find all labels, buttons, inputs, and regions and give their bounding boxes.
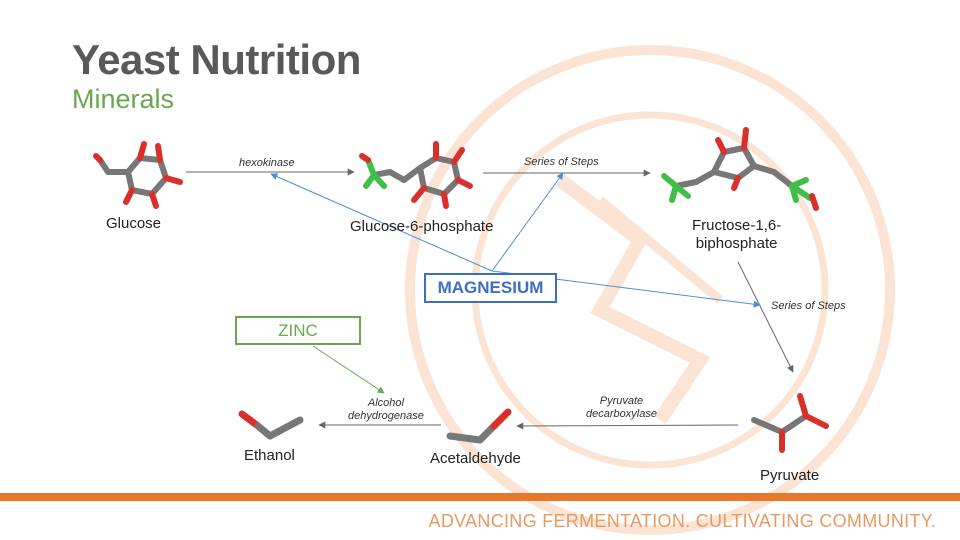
pyruvate-label: Pyruvate bbox=[760, 467, 820, 484]
footer-tagline: ADVANCING FERMENTATION. CULTIVATING COMM… bbox=[428, 511, 936, 531]
g6p-structure-icon bbox=[359, 141, 473, 209]
acetaldehyde-structure-icon bbox=[446, 408, 512, 444]
fbp-label-line2: biphosphate bbox=[695, 235, 778, 252]
glucose-label: Glucose bbox=[106, 215, 162, 232]
arrow-fbp-to-pyruvate bbox=[737, 261, 794, 373]
hexokinase-label: hexokinase bbox=[239, 157, 295, 169]
alcohol-dehydrogenase-label: Alcohol dehydrogenase bbox=[348, 397, 424, 423]
series-of-steps-label-2: Series of Steps bbox=[771, 300, 846, 312]
pyruvate-decarboxylase-label: Pyruvate decarboxylase bbox=[586, 395, 657, 421]
pyruvate-structure-icon bbox=[751, 393, 829, 453]
footer-bar bbox=[0, 493, 960, 501]
pdc-line2: decarboxylase bbox=[586, 408, 657, 420]
pdc-line1: Pyruvate bbox=[599, 395, 644, 407]
ethanol-label: Ethanol bbox=[244, 447, 295, 464]
acetaldehyde-label: Acetaldehyde bbox=[430, 450, 521, 467]
slide-subtitle: Minerals bbox=[72, 84, 175, 114]
slide-title: Yeast Nutrition bbox=[72, 36, 361, 83]
series-of-steps-label-1: Series of Steps bbox=[524, 156, 599, 168]
zinc-box: ZINC bbox=[235, 316, 361, 345]
ethanol-structure-icon bbox=[238, 410, 304, 440]
adh-line2: dehydrogenase bbox=[348, 410, 424, 422]
magnesium-box: MAGNESIUM bbox=[424, 273, 557, 303]
adh-line1: Alcohol bbox=[367, 397, 404, 409]
fbp-label: Fructose-1,6- biphosphate bbox=[692, 217, 781, 253]
fbp-label-line1: Fructose-1,6- bbox=[692, 217, 782, 234]
g6p-label: Glucose-6-phosphate bbox=[350, 218, 494, 235]
arrow-magnesium-to-steps bbox=[491, 172, 564, 272]
arrow-magnesium-to-hexokinase bbox=[270, 173, 493, 272]
fbp-structure-icon bbox=[661, 127, 819, 211]
arrow-zinc-to-adh bbox=[312, 345, 385, 394]
arrow-pyruvate-to-acetaldehyde bbox=[516, 422, 739, 430]
glucose-structure-icon bbox=[93, 141, 183, 209]
